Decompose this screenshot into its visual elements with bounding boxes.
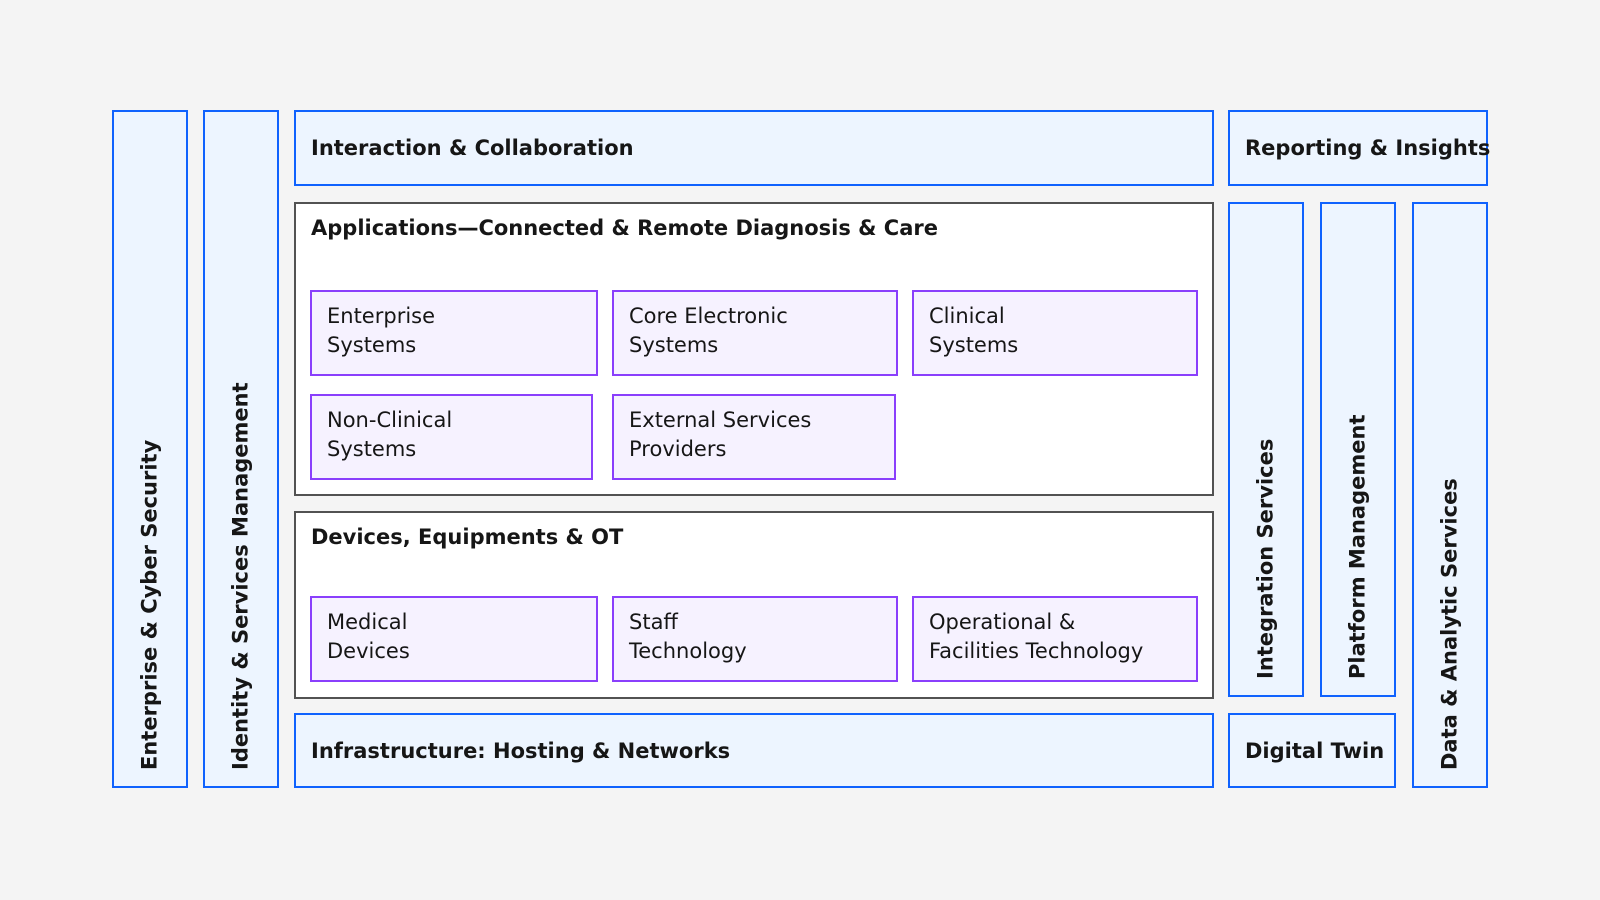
non-clinical-systems-box: Non-Clinical Systems (310, 394, 593, 480)
infrastructure-layer: Infrastructure: Hosting & Networks (294, 713, 1214, 788)
medical-devices-line2: Devices (327, 639, 410, 663)
platform-management-column: Platform Management (1320, 202, 1396, 697)
clinical-systems-line1: Clinical (929, 304, 1005, 328)
external-services-providers-line2: Providers (629, 437, 727, 461)
medical-devices-line1: Medical (327, 610, 408, 634)
data-analytic-services-column: Data & Analytic Services (1412, 202, 1488, 788)
core-electronic-systems-line2: Systems (629, 333, 719, 357)
digital-twin-label: Digital Twin (1245, 738, 1385, 763)
enterprise-cyber-security-column: Enterprise & Cyber Security (112, 110, 188, 788)
staff-technology-line1: Staff (629, 610, 678, 634)
enterprise-systems-box: Enterprise Systems (310, 290, 598, 376)
external-services-providers-box: External Services Providers (612, 394, 896, 480)
non-clinical-systems-line1: Non-Clinical (327, 408, 453, 432)
reporting-insights-box: Reporting & Insights (1228, 110, 1491, 186)
platform-management-label: Platform Management (1345, 414, 1370, 680)
enterprise-systems-line2: Systems (327, 333, 417, 357)
clinical-systems-line2: Systems (929, 333, 1019, 357)
infrastructure-label: Infrastructure: Hosting & Networks (311, 738, 731, 763)
staff-technology-box: Staff Technology (612, 596, 898, 682)
clinical-systems-box: Clinical Systems (912, 290, 1198, 376)
integration-services-label: Integration Services (1253, 438, 1278, 679)
digital-twin-box: Digital Twin (1228, 713, 1396, 788)
core-electronic-systems-box: Core Electronic Systems (612, 290, 898, 376)
devices-title: Devices, Equipments & OT (311, 525, 624, 549)
medical-devices-box: Medical Devices (310, 596, 598, 682)
external-services-providers-line1: External Services (629, 408, 812, 432)
data-analytic-services-label: Data & Analytic Services (1437, 478, 1462, 770)
interaction-collaboration-layer: Interaction & Collaboration (294, 110, 1214, 186)
reporting-insights-label: Reporting & Insights (1245, 136, 1491, 160)
enterprise-systems-line1: Enterprise (327, 304, 436, 328)
applications-title: Applications—Connected & Remote Diagnosi… (311, 216, 938, 240)
enterprise-cyber-security-label: Enterprise & Cyber Security (137, 439, 162, 770)
operational-facilities-technology-line2: Facilities Technology (929, 639, 1144, 663)
operational-facilities-technology-line1: Operational & (929, 610, 1076, 634)
staff-technology-line2: Technology (629, 639, 747, 663)
non-clinical-systems-line2: Systems (327, 437, 417, 461)
operational-facilities-technology-box: Operational & Facilities Technology (912, 596, 1198, 682)
identity-services-management-label: Identity & Services Management (228, 382, 253, 770)
identity-services-management-column: Identity & Services Management (203, 110, 279, 788)
interaction-collaboration-label: Interaction & Collaboration (311, 136, 634, 160)
core-electronic-systems-line1: Core Electronic (629, 304, 788, 328)
integration-services-column: Integration Services (1228, 202, 1304, 697)
